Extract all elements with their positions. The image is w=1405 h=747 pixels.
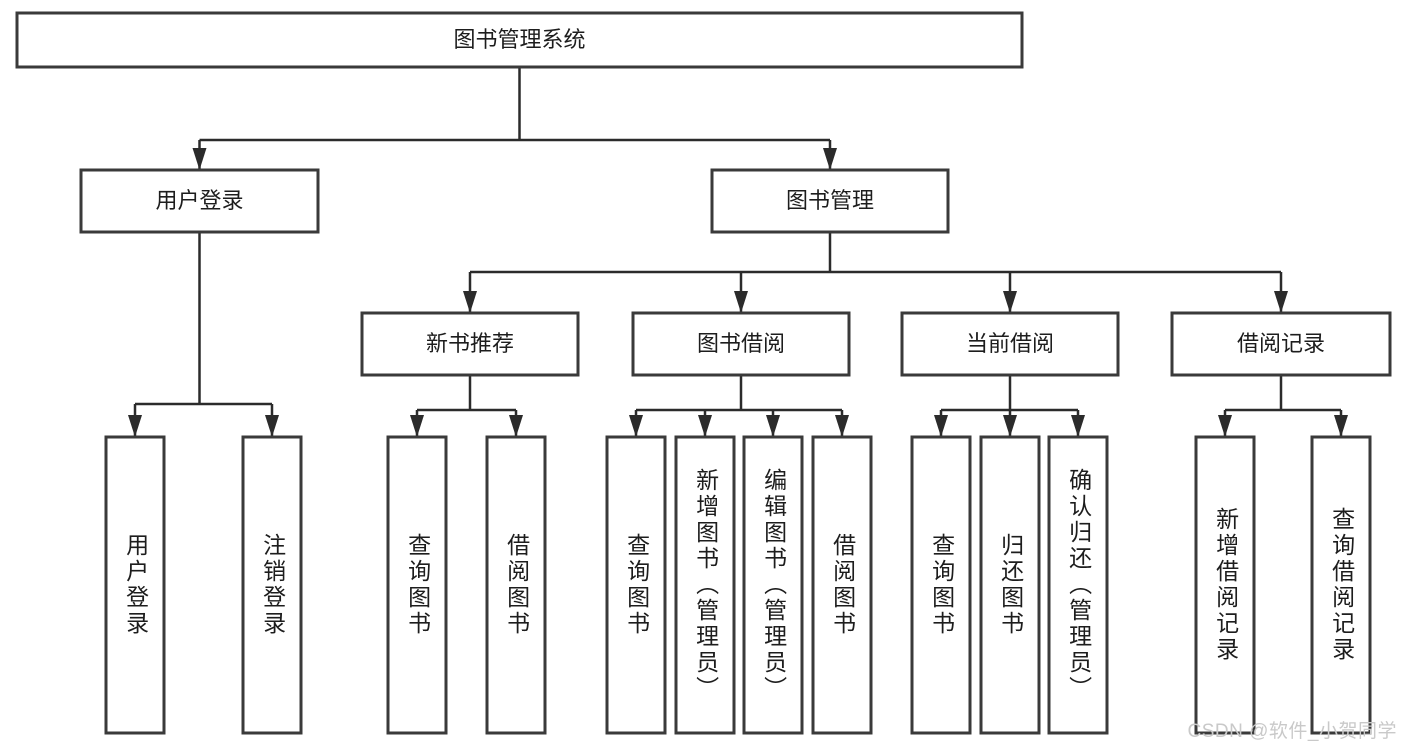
node-label-new-book-rec: 新书推荐	[426, 331, 514, 356]
arrow-down-icon	[128, 415, 142, 437]
node-label-root: 图书管理系统	[453, 27, 585, 52]
node-box-leaf-confirm-return[interactable]	[1047, 435, 1109, 735]
arrow-down-icon	[410, 415, 424, 437]
node-box-leaf-add-record[interactable]	[1194, 435, 1256, 735]
arrow-down-icon	[835, 415, 849, 437]
arrow-down-icon	[1003, 415, 1017, 437]
arrow-down-icon	[1218, 415, 1232, 437]
arrow-down-icon	[1071, 415, 1085, 437]
arrow-down-icon	[734, 291, 748, 313]
node-label-book-borrow: 图书借阅	[697, 331, 785, 356]
watermark-text: CSDN @软件_小贺同学	[1187, 721, 1397, 742]
node-label-current-borrow: 当前借阅	[966, 331, 1054, 356]
arrow-down-icon	[1003, 291, 1017, 313]
arrow-down-icon	[1334, 415, 1348, 437]
arrow-down-icon	[192, 148, 207, 170]
node-box-leaf-query-book-2[interactable]	[605, 435, 667, 735]
node-box-leaf-query-record[interactable]	[1310, 435, 1372, 735]
node-box-user-login[interactable]	[79, 168, 320, 234]
node-box-leaf-add-book[interactable]	[674, 435, 736, 735]
node-box-leaf-return-book[interactable]	[979, 435, 1041, 735]
node-box-leaf-borrow-book-1[interactable]	[485, 435, 547, 735]
node-box-leaf-user-logout[interactable]	[241, 435, 303, 735]
node-box-leaf-query-book-1[interactable]	[386, 435, 448, 735]
arrow-down-icon	[463, 291, 477, 313]
arrow-down-icon	[1274, 291, 1288, 313]
arrow-down-icon	[698, 415, 712, 437]
arrow-down-icon	[823, 148, 837, 170]
node-box-leaf-user-login[interactable]	[104, 435, 166, 735]
node-box-leaf-borrow-book-2[interactable]	[811, 435, 873, 735]
node-box-leaf-edit-book[interactable]	[742, 435, 804, 735]
node-label-user-login: 用户登录	[155, 188, 243, 213]
arrow-down-icon	[934, 415, 948, 437]
arrow-down-icon	[265, 415, 279, 437]
connectors-layer	[128, 67, 1348, 437]
node-label-borrow-record: 借阅记录	[1237, 331, 1325, 356]
arrow-down-icon	[629, 415, 643, 437]
node-box-borrow-record[interactable]	[1170, 311, 1392, 377]
arrow-down-icon	[766, 415, 780, 437]
node-box-leaf-query-book-3[interactable]	[910, 435, 972, 735]
arrow-down-icon	[509, 415, 523, 437]
node-box-book-manage[interactable]	[710, 168, 950, 234]
node-box-book-borrow[interactable]	[631, 311, 851, 377]
node-box-new-book-rec[interactable]	[360, 311, 580, 377]
node-label-book-manage: 图书管理	[786, 188, 874, 213]
node-boxes-layer	[15, 11, 1392, 735]
node-box-root[interactable]	[15, 11, 1024, 69]
node-box-current-borrow[interactable]	[900, 311, 1120, 377]
